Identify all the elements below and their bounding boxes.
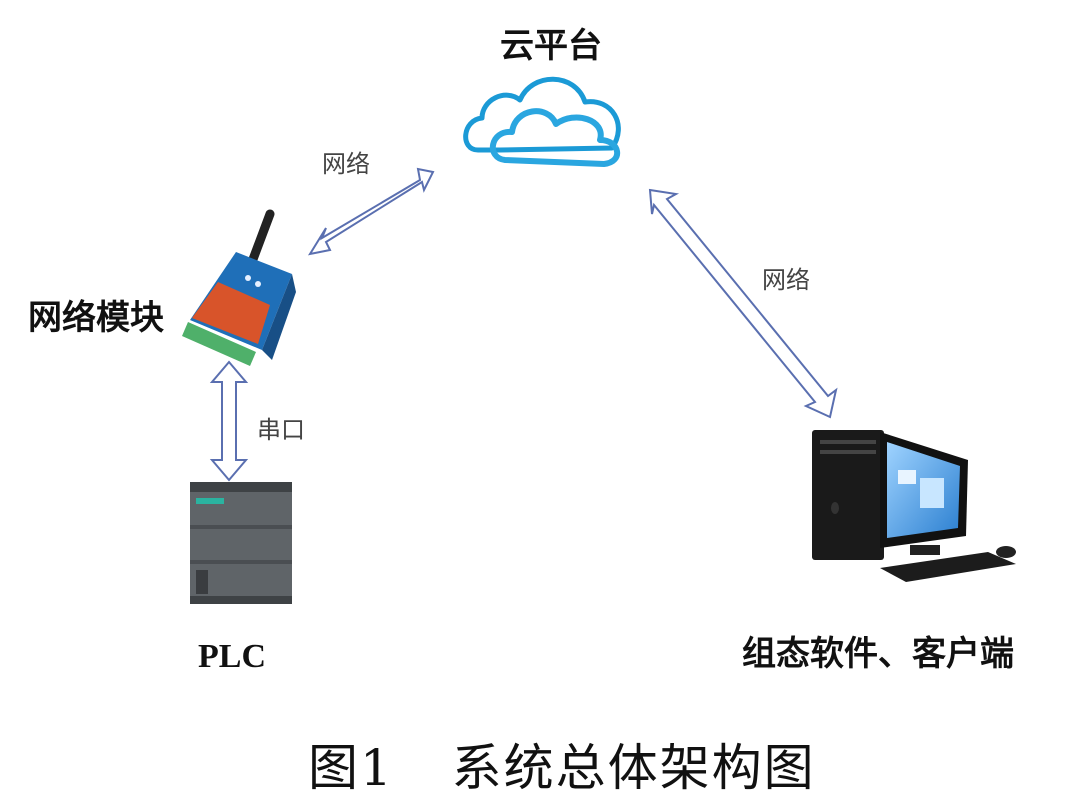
cloud-label: 云平台: [500, 26, 602, 66]
cloud-icon: [463, 76, 621, 167]
client-pc-icon: [812, 430, 1016, 582]
figure-number: 图1: [308, 739, 394, 797]
arrow-module-cloud: [307, 167, 435, 256]
arrow-cloud-client: [648, 188, 838, 419]
plc-icon: [190, 482, 292, 604]
plc-label: PLC: [198, 638, 266, 675]
edge-label-module-cloud: 网络: [322, 150, 370, 178]
network-module-label: 网络模块: [28, 298, 164, 338]
figure-title: 系统总体架构图: [451, 739, 816, 797]
network-module-icon: [182, 209, 296, 366]
edge-label-cloud-client: 网络: [762, 266, 810, 294]
edge-label-module-plc: 串口: [257, 416, 305, 444]
figure-caption: 图1 系统总体架构图: [308, 728, 816, 800]
client-label: 组态软件、客户端: [742, 634, 1014, 674]
arrow-module-plc: [209, 360, 249, 482]
